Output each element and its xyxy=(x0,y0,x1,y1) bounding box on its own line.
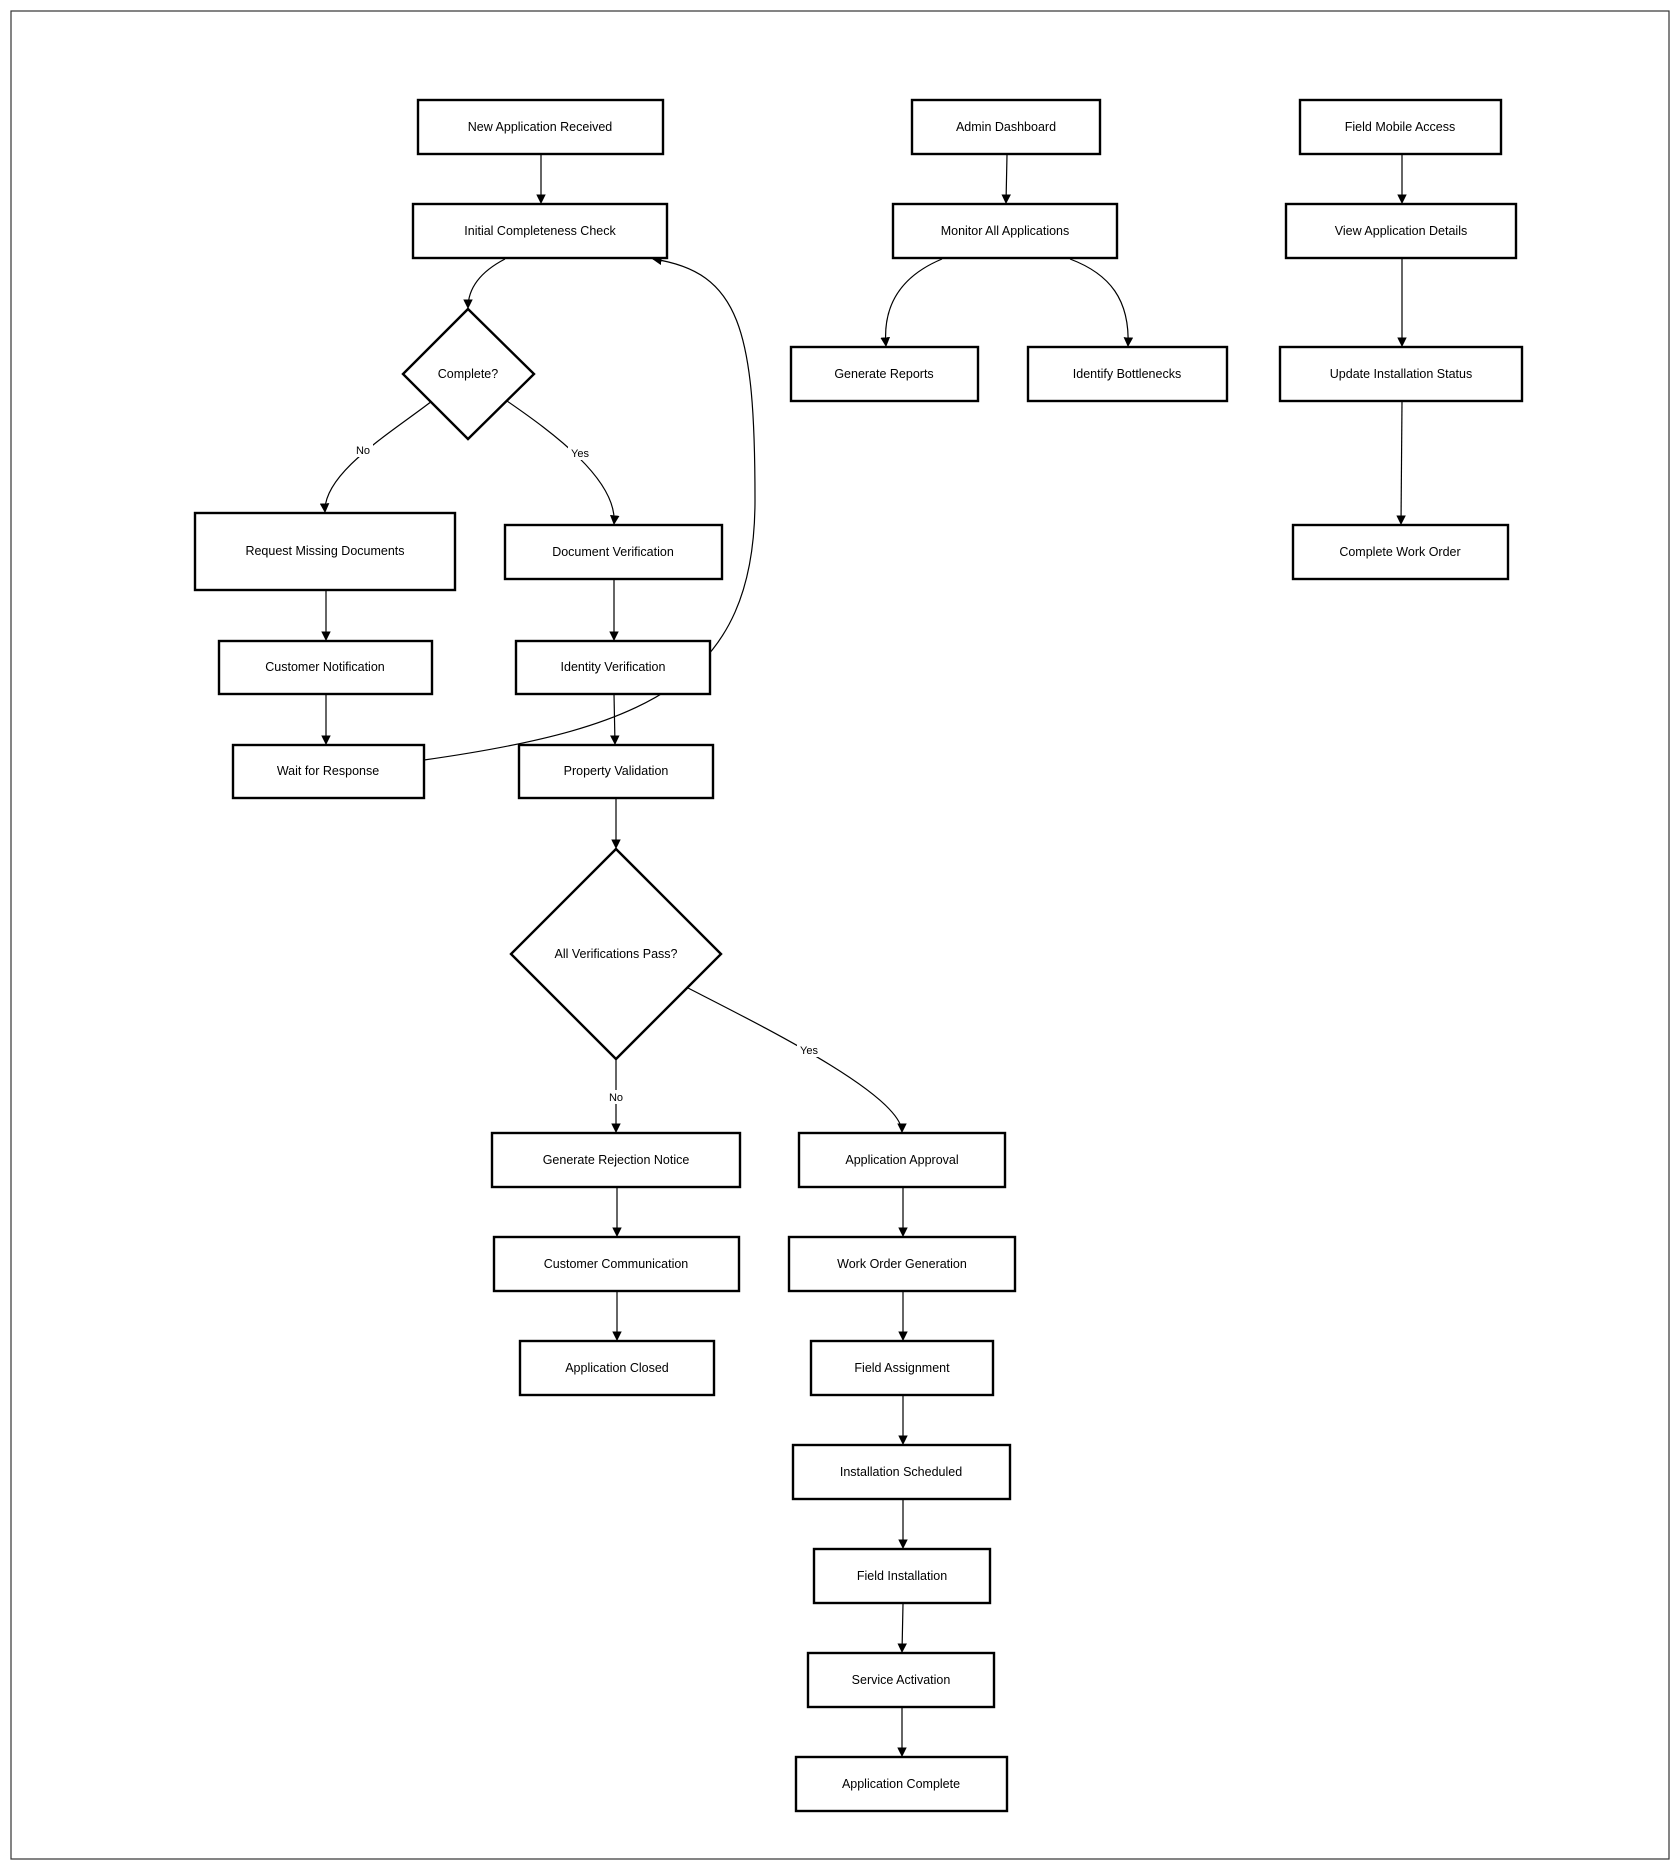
edge-label-verify-yes: Yes xyxy=(797,1043,821,1057)
node-label-application-closed: Application Closed xyxy=(565,1361,669,1375)
node-wait-response[interactable]: Wait for Response xyxy=(231,743,426,800)
node-label-field-installation: Field Installation xyxy=(857,1569,947,1583)
node-application-closed[interactable]: Application Closed xyxy=(518,1339,716,1397)
node-label-admin-dashboard: Admin Dashboard xyxy=(956,120,1056,134)
node-service-activation[interactable]: Service Activation xyxy=(806,1651,996,1709)
node-label-initial-check: Initial Completeness Check xyxy=(464,224,616,238)
edge-installation-to-activation xyxy=(897,1603,907,1653)
edge-label-complete-no: No xyxy=(353,443,373,457)
node-complete-work-order[interactable]: Complete Work Order xyxy=(1291,523,1510,581)
node-document-verification[interactable]: Document Verification xyxy=(503,523,724,581)
node-customer-communication[interactable]: Customer Communication xyxy=(492,1235,741,1293)
node-update-status[interactable]: Update Installation Status xyxy=(1278,345,1524,403)
node-label-property-validation: Property Validation xyxy=(564,764,669,778)
edge-label-complete-yes: Yes xyxy=(568,446,592,460)
label-verify-no: No xyxy=(609,1092,623,1104)
edge-idver-to-property xyxy=(610,693,620,745)
node-verifications-decision[interactable]: All Verifications Pass? xyxy=(509,847,723,1061)
node-customer-notification[interactable]: Customer Notification xyxy=(217,639,434,696)
node-label-customer-notification: Customer Notification xyxy=(265,660,385,674)
node-label-new-application: New Application Received xyxy=(468,120,613,134)
node-complete-decision[interactable]: Complete? xyxy=(401,307,536,441)
node-view-details[interactable]: View Application Details xyxy=(1284,202,1518,260)
node-label-field-mobile: Field Mobile Access xyxy=(1345,120,1455,134)
node-identity-verification[interactable]: Identity Verification xyxy=(514,639,712,696)
edge-admin-to-monitor xyxy=(1001,154,1011,204)
node-label-installation-scheduled: Installation Scheduled xyxy=(840,1465,962,1479)
node-field-installation[interactable]: Field Installation xyxy=(812,1547,992,1605)
node-installation-scheduled[interactable]: Installation Scheduled xyxy=(791,1443,1012,1501)
label-complete-no: No xyxy=(356,445,370,457)
node-label-generate-reports: Generate Reports xyxy=(834,367,933,381)
node-application-approval[interactable]: Application Approval xyxy=(797,1131,1007,1189)
node-work-order-generation[interactable]: Work Order Generation xyxy=(787,1235,1017,1293)
node-label-update-status: Update Installation Status xyxy=(1330,367,1472,381)
edge-monitor-to-reports xyxy=(880,258,943,347)
node-label-work-order-generation: Work Order Generation xyxy=(837,1257,967,1271)
node-property-validation[interactable]: Property Validation xyxy=(517,743,715,800)
node-label-rejection-notice: Generate Rejection Notice xyxy=(543,1153,690,1167)
edge-verify-yes xyxy=(687,987,907,1133)
node-label-identify-bottlenecks: Identify Bottlenecks xyxy=(1073,367,1181,381)
node-request-missing[interactable]: Request Missing Documents xyxy=(193,511,457,592)
node-identify-bottlenecks[interactable]: Identify Bottlenecks xyxy=(1026,345,1229,403)
node-rejection-notice[interactable]: Generate Rejection Notice xyxy=(490,1131,742,1189)
edge-label-verify-no: No xyxy=(606,1090,626,1104)
label-complete-yes: Yes xyxy=(571,448,589,460)
node-label-application-complete: Application Complete xyxy=(842,1777,960,1791)
edges xyxy=(319,154,1407,1757)
node-label-service-activation: Service Activation xyxy=(852,1673,951,1687)
edge-labels: No Yes No Yes xyxy=(353,443,821,1104)
label-verify-yes: Yes xyxy=(800,1045,818,1057)
node-field-assignment[interactable]: Field Assignment xyxy=(809,1339,995,1397)
edge-monitor-to-bottlenecks xyxy=(1069,258,1134,347)
node-label-document-verification: Document Verification xyxy=(552,545,674,559)
node-label-complete-work-order: Complete Work Order xyxy=(1339,545,1460,559)
node-label-monitor-all: Monitor All Applications xyxy=(941,224,1070,238)
node-label-complete-decision: Complete? xyxy=(438,367,498,381)
node-label-wait-response: Wait for Response xyxy=(277,764,379,778)
node-label-field-assignment: Field Assignment xyxy=(854,1361,950,1375)
node-label-identity-verification: Identity Verification xyxy=(561,660,666,674)
edge-check-to-complete xyxy=(463,258,506,309)
node-admin-dashboard[interactable]: Admin Dashboard xyxy=(910,98,1102,156)
node-label-verifications-decision: All Verifications Pass? xyxy=(555,947,678,961)
node-label-customer-communication: Customer Communication xyxy=(544,1257,689,1271)
node-monitor-all[interactable]: Monitor All Applications xyxy=(891,202,1119,260)
edge-update-to-workorder xyxy=(1396,401,1406,525)
node-initial-check[interactable]: Initial Completeness Check xyxy=(411,202,669,260)
node-label-application-approval: Application Approval xyxy=(845,1153,958,1167)
node-generate-reports[interactable]: Generate Reports xyxy=(789,345,980,403)
edge-wait-to-check xyxy=(423,255,756,761)
node-new-application[interactable]: New Application Received xyxy=(416,98,665,156)
node-field-mobile[interactable]: Field Mobile Access xyxy=(1298,98,1503,156)
node-application-complete[interactable]: Application Complete xyxy=(794,1755,1009,1813)
node-label-request-missing: Request Missing Documents xyxy=(245,544,404,558)
node-label-view-details: View Application Details xyxy=(1335,224,1467,238)
